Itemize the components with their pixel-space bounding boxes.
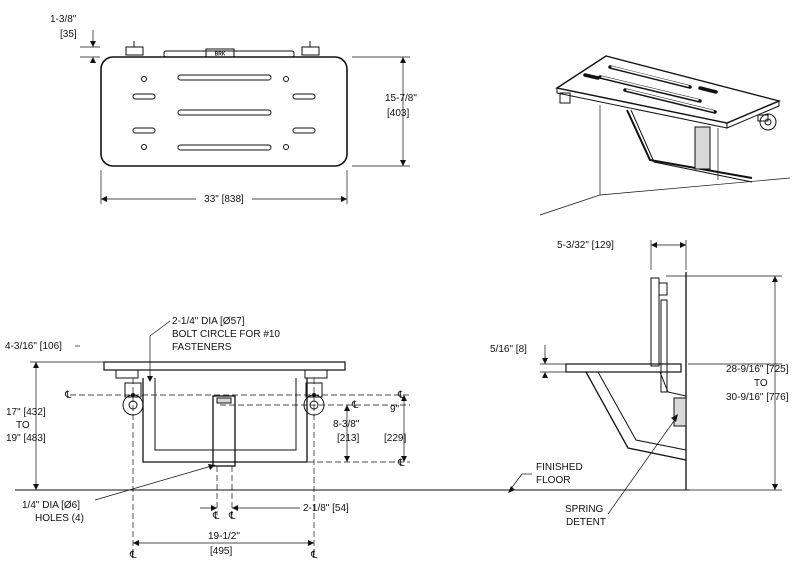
bolt-spacing-label: 19-1/2" <box>208 531 240 542</box>
bolt-spacing-mm-label: [495] <box>210 546 232 557</box>
centerline-symbol: ℄ <box>397 390 405 401</box>
iso-seat-top <box>555 55 782 124</box>
seat-offset-label: 4-3/16" [106] <box>5 341 62 352</box>
overall-spacing-mm-label: [229] <box>384 433 406 444</box>
isometric-view <box>539 55 791 216</box>
seat-slot <box>132 127 156 134</box>
wall-offset-label: 5-3/32" [129] <box>557 240 614 251</box>
side-seat-folded <box>650 277 660 367</box>
centerline-symbol: ℄ <box>351 400 359 411</box>
seat-slot <box>132 93 156 100</box>
depth-label: 15-7/8" <box>385 93 417 104</box>
holes-line2: HOLES (4) <box>35 513 84 524</box>
overall-spacing-label: 9" <box>390 404 400 415</box>
seat-thickness-label: 5/16" [8] <box>490 344 527 355</box>
centerline-symbol: ℄ <box>397 458 405 469</box>
bolt-circle-line3: FASTENERS <box>172 342 232 353</box>
height-line2: TO <box>754 378 768 389</box>
floor-line2: FLOOR <box>536 475 570 486</box>
iso-wall-bracket <box>694 126 711 170</box>
front-seat <box>103 361 346 371</box>
vert-spacing-mm-label: [213] <box>337 433 359 444</box>
centerline-symbol: ℄ <box>64 390 72 401</box>
mount-range-line1: 17" [432] <box>6 407 46 418</box>
seat-slot <box>292 93 316 100</box>
mount-range-line2: TO <box>16 420 30 431</box>
iso-flange <box>759 113 777 131</box>
bolt-circle-line2: BOLT CIRCLE FOR #10 <box>172 329 280 340</box>
depth-mm-label: [403] <box>387 108 409 119</box>
seat-slot <box>292 127 316 134</box>
top-seat-outline <box>100 56 348 167</box>
detent-line2: DETENT <box>566 517 606 528</box>
centerline-symbol: ℄ <box>129 550 137 561</box>
flange-offset-label: 1-3/8" <box>50 14 77 25</box>
height-line1: 28-9/16" [725] <box>726 364 789 375</box>
hole-spacing-label: 2-1/8" [54] <box>303 503 349 514</box>
centerline-symbol: ℄ <box>310 550 318 561</box>
top-flange-right <box>301 46 320 56</box>
centerline-symbol: ℄ <box>212 511 220 522</box>
vert-spacing-label: 8-3/8" <box>333 419 360 430</box>
centerline-symbol: ℄ <box>228 511 236 522</box>
height-line3: 30-9/16" [776] <box>726 392 789 403</box>
spring-detent <box>673 397 687 427</box>
side-view: 5-3/32" [129] 5/16" [8] 28-9/16" [725] T… <box>490 240 789 528</box>
logo-text: BRK <box>215 52 226 58</box>
detent-line1: SPRING <box>565 504 604 515</box>
mount-range-line3: 19" [483] <box>6 433 46 444</box>
top-view: BRK 1-3/8" [35] 15-7/8" [403] <box>50 14 417 205</box>
flange-offset-mm-label: [35] <box>60 29 77 40</box>
bolt-circle-line1: 2-1/4" DIA [Ø57] <box>172 316 245 327</box>
front-view: ℄ ℄ ℄ ℄ ℄ ℄ ℄ ℄ 4-3/16" [106] 17" [432] … <box>5 316 690 561</box>
seat-slot <box>177 74 272 81</box>
seat-slot <box>177 109 272 116</box>
side-seat <box>565 363 682 373</box>
top-back-bar <box>163 50 295 58</box>
front-wall-bracket <box>212 395 236 467</box>
top-flange-left <box>125 46 144 56</box>
seat-slot <box>177 144 272 151</box>
holes-line1: 1/4" DIA [Ø6] <box>22 500 80 511</box>
floor-line1: FINISHED <box>536 462 583 473</box>
width-label: 33" [838] <box>204 194 244 205</box>
